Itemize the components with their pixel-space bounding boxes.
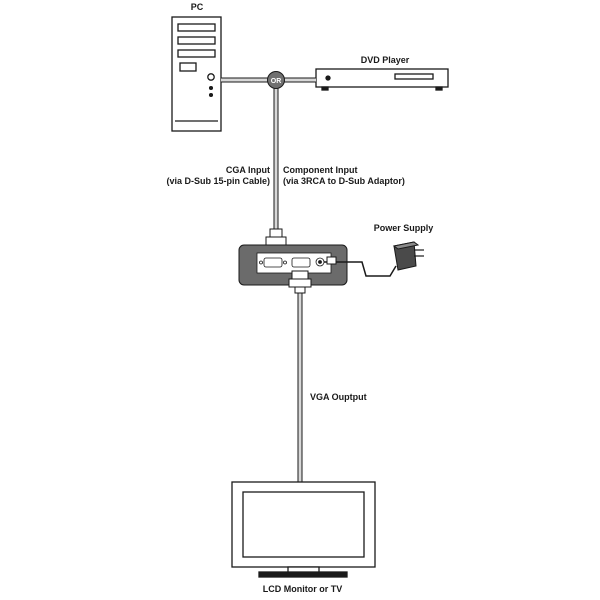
power-supply-label: Power Supply <box>373 223 434 233</box>
converter-power-port <box>315 257 325 267</box>
converter-vga-port-2 <box>291 257 311 268</box>
converter-vga-port-1 <box>259 257 287 268</box>
power-plug-connector <box>326 256 337 265</box>
component-input-label: Component Input (via 3RCA to D-Sub Adapt… <box>283 165 423 187</box>
pc-label: PC <box>190 2 204 12</box>
converter-unit <box>238 244 348 286</box>
output-dsub-plug <box>288 270 312 294</box>
dvd-player-label: DVD Player <box>360 55 410 65</box>
monitor-label: LCD Monitor or TV <box>262 584 343 594</box>
cga-input-title: CGA Input <box>225 165 270 175</box>
component-input-note: (via 3RCA to D-Sub Adaptor) <box>283 176 405 186</box>
power-supply-adapter <box>392 241 424 271</box>
vga-output-label: VGA Ouptput <box>310 392 367 402</box>
power-cable <box>324 261 397 277</box>
dvd-player <box>315 68 449 91</box>
cga-input-note: (via D-Sub 15-pin Cable) <box>166 176 270 186</box>
lcd-monitor <box>231 481 376 578</box>
or-label: OR <box>271 78 282 85</box>
pc-tower <box>171 16 222 132</box>
cga-input-label: CGA Input (via D-Sub 15-pin Cable) <box>140 165 270 187</box>
component-input-title: Component Input <box>283 165 358 175</box>
or-connector: OR <box>267 71 285 89</box>
